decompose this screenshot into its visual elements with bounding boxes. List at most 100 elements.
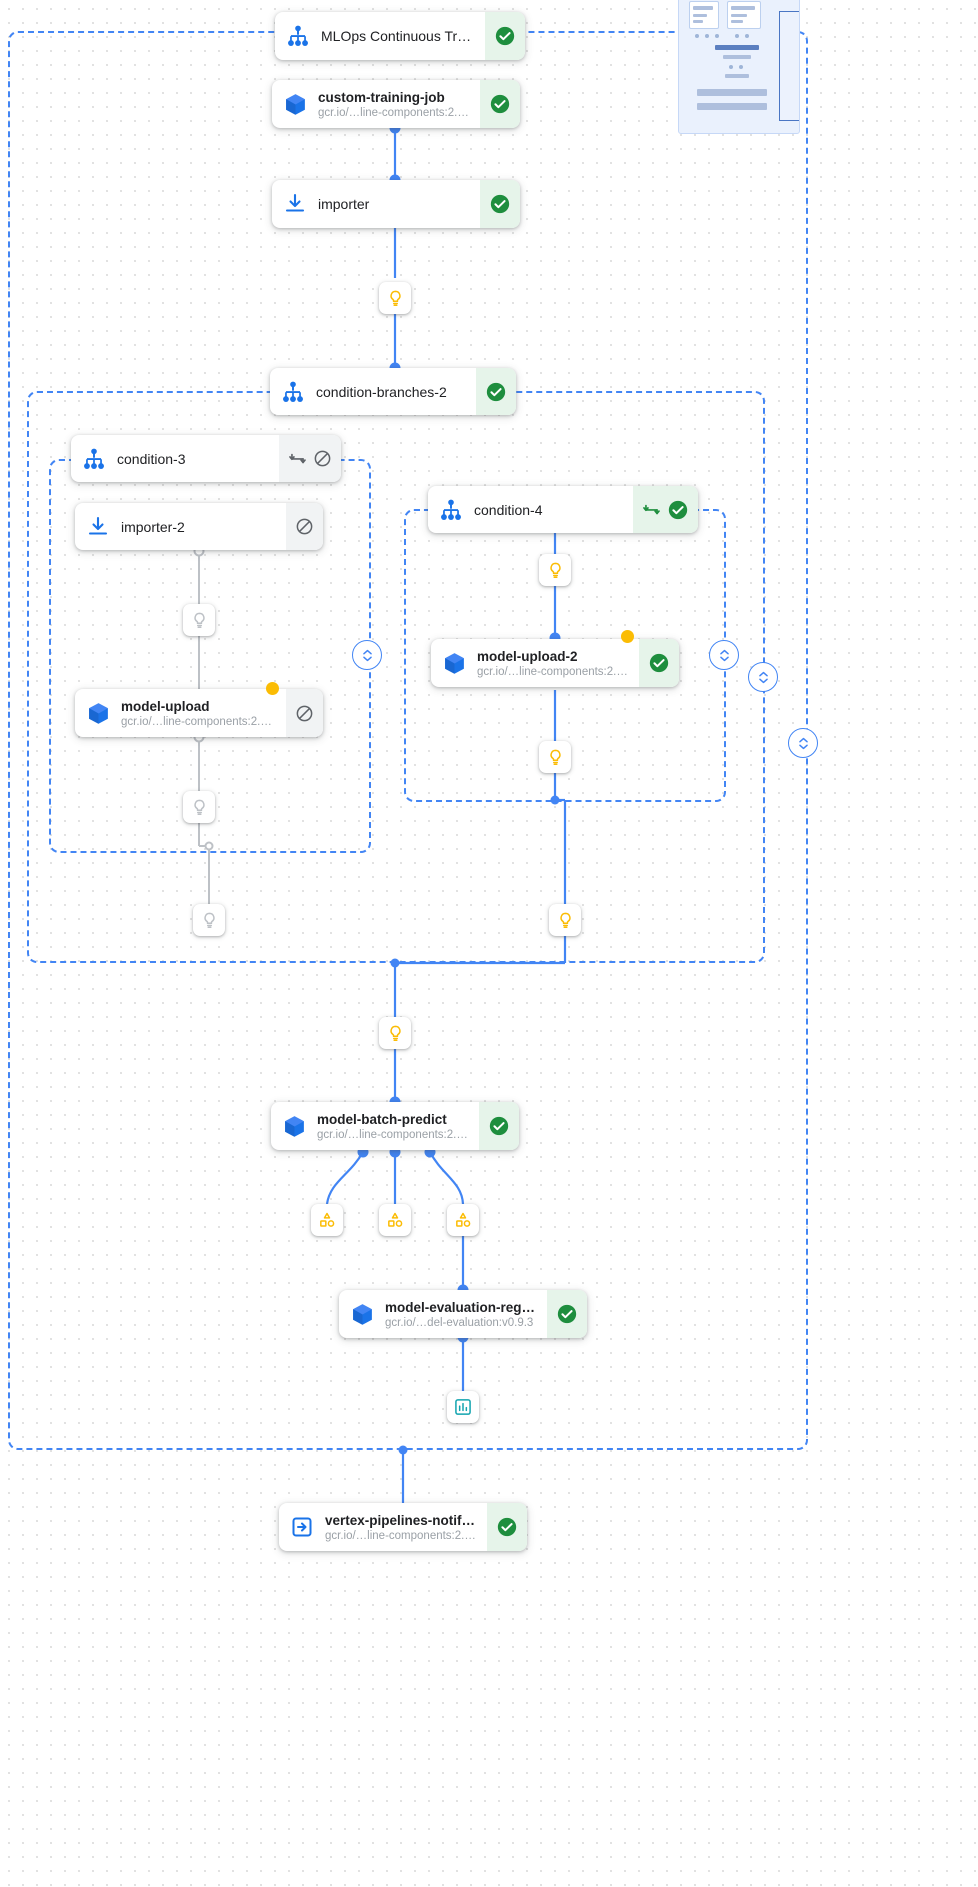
- minimap-bar: [731, 6, 755, 10]
- node-title: model-upload-2: [477, 648, 578, 664]
- collapse-condition-4[interactable]: [709, 640, 739, 670]
- node-title: importer: [318, 196, 370, 212]
- check-circle-icon: [668, 500, 688, 519]
- node-model-upload[interactable]: model-upload gcr.io/…line-components:2.6…: [75, 689, 323, 737]
- dataset-batch-predict-2[interactable]: [379, 1204, 411, 1236]
- collapse-root-pipeline[interactable]: [788, 728, 818, 758]
- node-title: condition-4: [474, 501, 543, 518]
- node-importer-2[interactable]: importer-2: [75, 503, 323, 550]
- minimap-bar: [693, 6, 713, 10]
- node-subtitle: gcr.io/…del-evaluation:v0.9.3: [385, 1316, 534, 1329]
- branch-merge-icon: [289, 453, 306, 464]
- artifact-before-model-upload-2[interactable]: [539, 554, 571, 586]
- status-badge[interactable]: [279, 435, 341, 482]
- node-mlops-continuous-training[interactable]: MLOps Continuous Traini…: [275, 12, 525, 60]
- node-title: model-evaluation-regres…: [385, 1299, 537, 1315]
- check-circle-icon: [557, 1304, 577, 1324]
- check-circle-icon: [486, 382, 506, 401]
- blocked-circle-icon: [296, 518, 313, 535]
- node-condition-branches-2[interactable]: condition-branches-2: [270, 368, 516, 415]
- dag-minimap[interactable]: [678, 0, 800, 134]
- dataset-batch-predict-3[interactable]: [447, 1204, 479, 1236]
- artifact-after-model-upload-2[interactable]: [539, 741, 571, 773]
- node-text: condition-3: [117, 435, 279, 482]
- minimap-bar: [697, 89, 767, 96]
- status-badge[interactable]: [480, 80, 520, 128]
- collapse-chevrons-icon: [362, 649, 372, 661]
- node-title: model-batch-predict: [317, 1111, 447, 1127]
- artifact-bulb-icon: [549, 749, 561, 765]
- node-subtitle: gcr.io/…line-components:2.6.0: [325, 1529, 477, 1542]
- metrics-model-evaluation[interactable]: [447, 1391, 479, 1423]
- status-badge[interactable]: [286, 503, 323, 550]
- artifact-bulb-icon: [193, 799, 205, 815]
- artifact-condition-4-output[interactable]: [549, 904, 581, 936]
- artifact-after-model-upload[interactable]: [183, 791, 215, 823]
- status-badge[interactable]: [480, 180, 520, 228]
- node-title: model-upload: [121, 698, 210, 714]
- node-condition-4[interactable]: condition-4: [428, 486, 698, 533]
- node-text: model-upload-2 gcr.io/…line-components:2…: [477, 639, 639, 687]
- minimap-bar: [731, 20, 743, 23]
- status-badge[interactable]: [485, 12, 525, 60]
- model-upload-2-output-dot[interactable]: [621, 630, 634, 643]
- collapse-condition-branches[interactable]: [748, 662, 778, 692]
- node-subtitle: gcr.io/…line-components:2.6.0: [317, 1128, 469, 1141]
- component-cube-icon: [271, 1102, 317, 1150]
- node-title: MLOps Continuous Traini…: [321, 28, 475, 44]
- artifact-after-importer-2[interactable]: [183, 604, 215, 636]
- node-text: model-batch-predict gcr.io/…line-compone…: [317, 1102, 479, 1150]
- node-subtitle: gcr.io/…line-components:2.6.0: [121, 715, 276, 728]
- pipeline-dag-icon: [270, 368, 316, 415]
- node-condition-3[interactable]: condition-3: [71, 435, 341, 482]
- node-text: condition-4: [474, 486, 633, 533]
- artifact-after-importer[interactable]: [379, 282, 411, 314]
- importer-download-icon: [272, 180, 318, 228]
- minimap-bar: [731, 14, 747, 17]
- node-text: vertex-pipelines-notificat… gcr.io/…line…: [325, 1503, 487, 1551]
- minimap-bar: [725, 74, 749, 78]
- status-badge[interactable]: [479, 1102, 519, 1150]
- minimap-viewport[interactable]: [779, 11, 799, 121]
- status-badge[interactable]: [286, 689, 323, 737]
- component-cube-icon: [431, 639, 477, 687]
- component-cube-icon: [272, 80, 318, 128]
- component-cube-icon: [75, 689, 121, 737]
- node-vertex-pipelines-notification[interactable]: vertex-pipelines-notificat… gcr.io/…line…: [279, 1503, 527, 1551]
- exit-arrow-icon: [279, 1503, 325, 1551]
- node-custom-training-job[interactable]: custom-training-job gcr.io/…line-compone…: [272, 80, 520, 128]
- collapse-condition-3[interactable]: [352, 640, 382, 670]
- artifact-before-batch-predict[interactable]: [379, 1017, 411, 1049]
- blocked-circle-icon: [296, 705, 313, 721]
- dataset-shapes-icon: [320, 1212, 335, 1227]
- artifact-condition-3-output[interactable]: [193, 904, 225, 936]
- minimap-dot: [745, 34, 749, 38]
- collapse-chevrons-icon: [798, 737, 808, 749]
- node-text: model-upload gcr.io/…line-components:2.6…: [121, 689, 286, 737]
- metrics-chart-icon: [455, 1399, 471, 1415]
- check-circle-icon: [490, 194, 510, 214]
- dataset-shapes-icon: [456, 1212, 471, 1227]
- node-model-evaluation-regression[interactable]: model-evaluation-regres… gcr.io/…del-eva…: [339, 1290, 587, 1338]
- status-badge[interactable]: [639, 639, 679, 687]
- status-badge[interactable]: [547, 1290, 587, 1338]
- node-importer[interactable]: importer: [272, 180, 520, 228]
- minimap-bar: [693, 20, 703, 23]
- minimap-bar: [723, 55, 751, 59]
- status-badge[interactable]: [633, 486, 698, 533]
- artifact-bulb-icon: [549, 562, 561, 578]
- node-text: MLOps Continuous Traini…: [321, 12, 485, 60]
- node-text: importer: [318, 180, 480, 228]
- check-circle-icon: [497, 1517, 517, 1537]
- check-circle-icon: [489, 1116, 509, 1136]
- status-badge[interactable]: [487, 1503, 527, 1551]
- check-circle-icon: [490, 94, 510, 114]
- dataset-batch-predict-1[interactable]: [311, 1204, 343, 1236]
- node-title: condition-3: [117, 450, 186, 467]
- status-badge[interactable]: [476, 368, 516, 415]
- model-upload-output-dot[interactable]: [266, 682, 279, 695]
- node-model-upload-2[interactable]: model-upload-2 gcr.io/…line-components:2…: [431, 639, 679, 687]
- node-model-batch-predict[interactable]: model-batch-predict gcr.io/…line-compone…: [271, 1102, 519, 1150]
- minimap-dot: [739, 65, 743, 69]
